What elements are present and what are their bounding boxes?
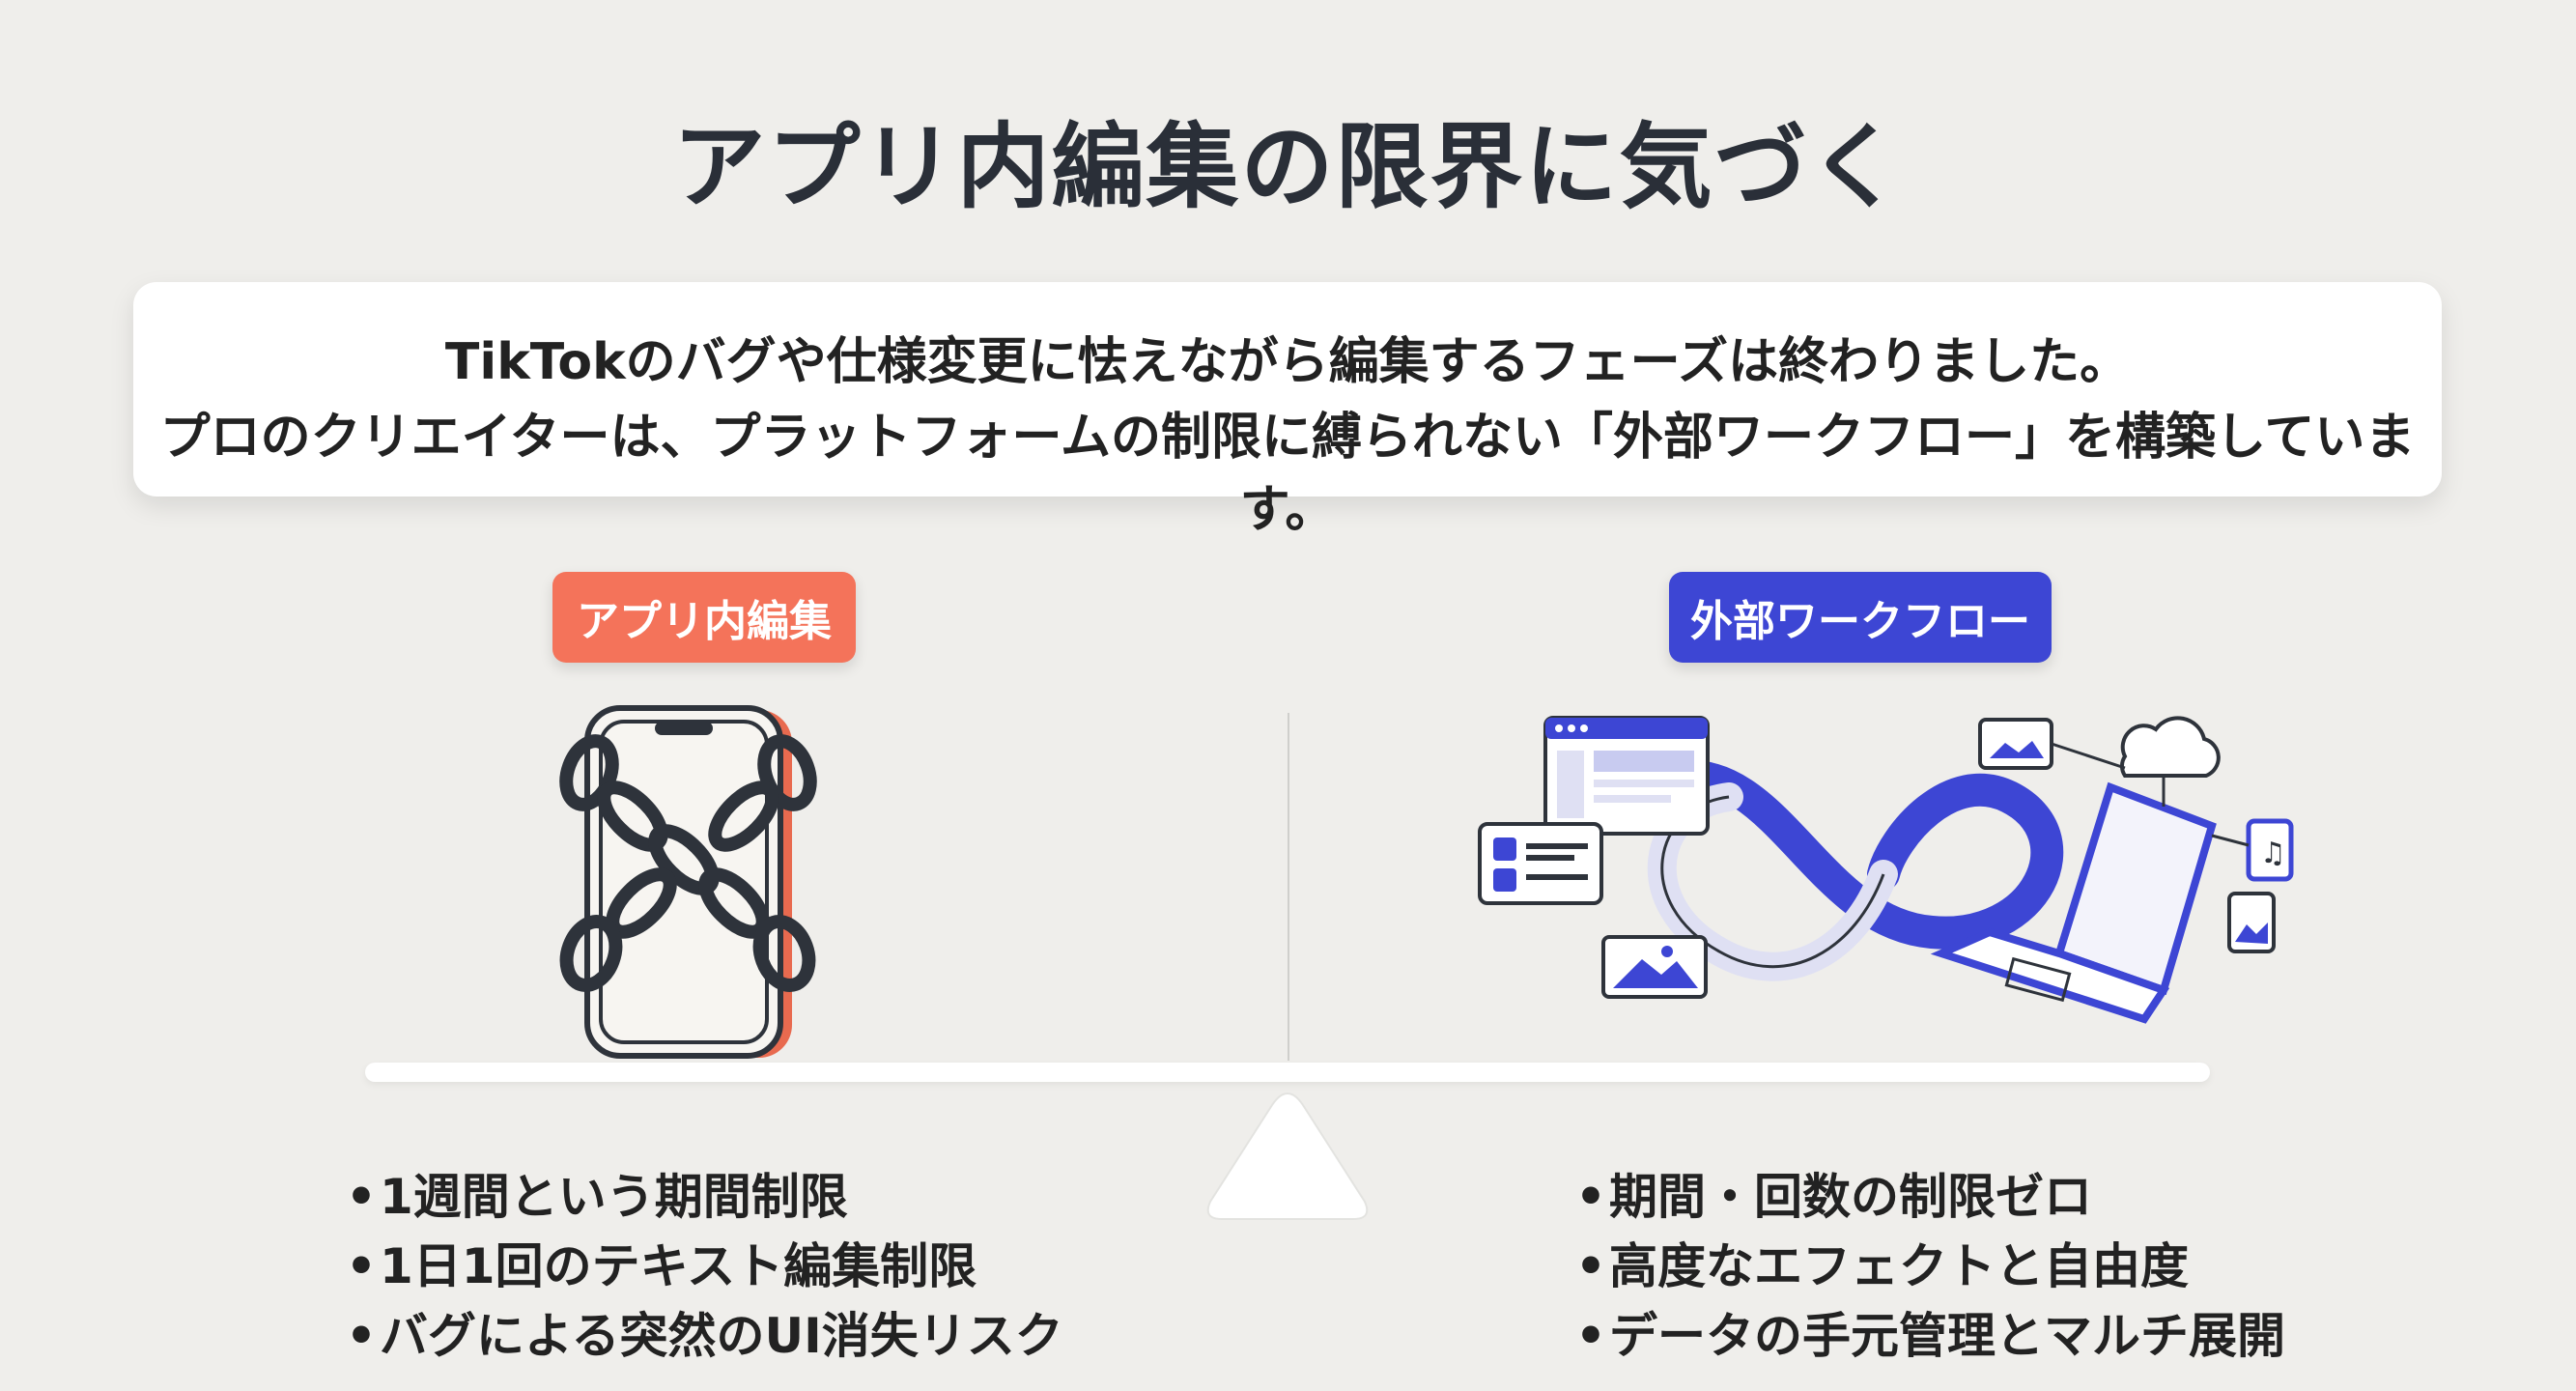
fulcrum-triangle-icon [1206,1092,1369,1220]
in-app-limitations-list: •1週間という期間制限 •1日1回のテキスト編集制限 •バグによる突然のUI消失… [343,1162,1063,1371]
infinity-workflow-icon: ♫ [1478,716,2294,1024]
external-workflow-benefits-list: •期間・回数の制限ゼロ •高度なエフェクトと自由度 •データの手元管理とマルチ展… [1572,1162,2285,1371]
intro-card: TikTokのバグや仕様変更に怯えながら編集するフェーズは終わりました。 プロの… [133,282,2442,539]
list-item: •データの手元管理とマルチ展開 [1575,1308,2285,1364]
list-item: •1週間という期間制限 [346,1169,848,1225]
in-app-editing-label: アプリ内編集 [552,572,856,663]
list-item: •バグによる突然のUI消失リスク [346,1308,1063,1364]
list-item: •高度なエフェクトと自由度 [1575,1238,2189,1294]
list-item: •1日1回のテキスト編集制限 [346,1238,977,1294]
external-workflow-label: 外部ワークフロー [1669,572,2052,663]
svg-text:♫: ♫ [2260,837,2286,870]
list-item: •期間・回数の制限ゼロ [1575,1169,2092,1225]
chained-phone-icon [559,705,817,1059]
center-divider [1288,713,1289,1061]
intro-line-1: TikTokのバグや仕様変更に怯えながら編集するフェーズは終わりました。 [444,333,2131,391]
intro-line-2: プロのクリエイターは、プラットフォームの制限に縛られない「外部ワークフロー」を構… [159,409,2416,539]
balance-beam [365,1063,2210,1082]
page-title: アプリ内編集の限界に気づく [672,113,1904,221]
